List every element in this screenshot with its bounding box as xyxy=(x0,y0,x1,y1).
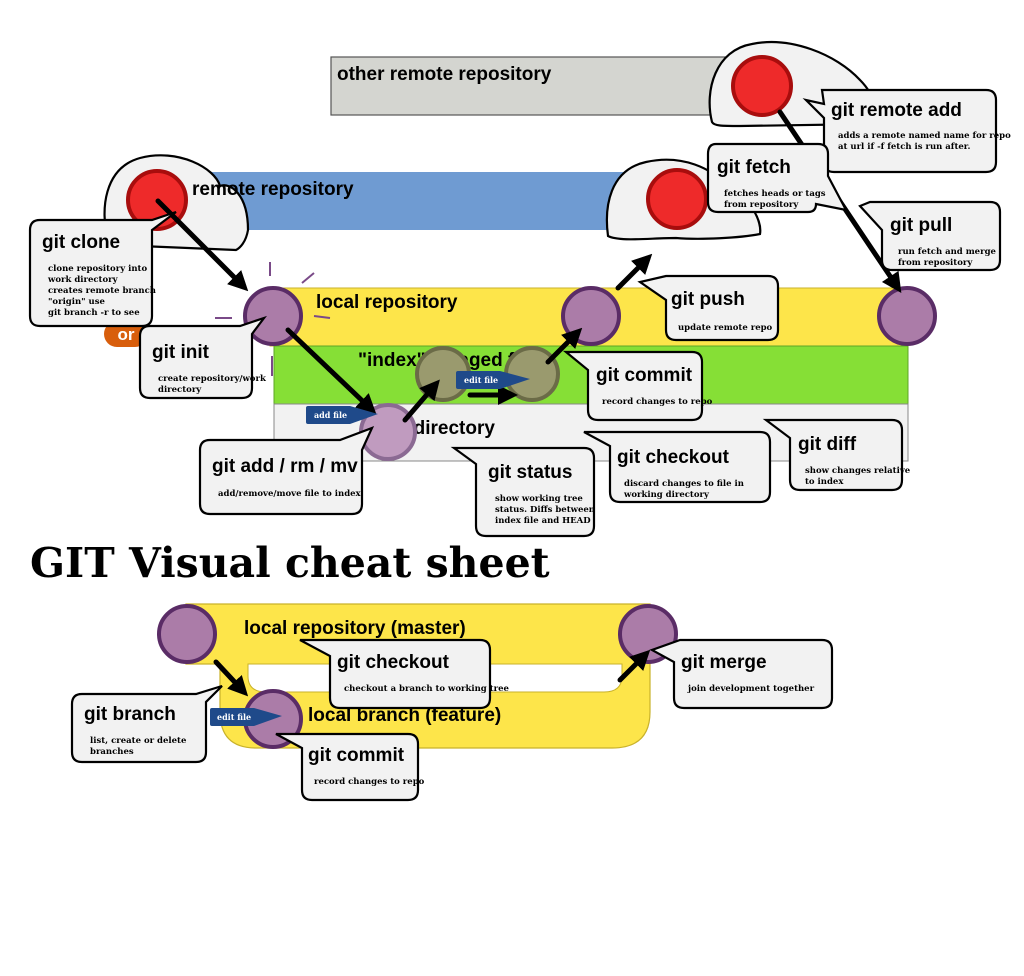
svg-text:checkout a branch to working t: checkout a branch to working tree xyxy=(344,684,509,694)
svg-text:adds a remote named name for r: adds a remote named name for repo xyxy=(838,131,1011,141)
other-remote-band xyxy=(330,56,752,116)
git-commit-bubble-bottom: git commit record changes to repo xyxy=(275,732,425,802)
svg-text:from repository: from repository xyxy=(724,200,799,210)
git-status-title: git status xyxy=(488,462,572,483)
git-init-title: git init xyxy=(152,342,210,363)
svg-text:edit file: edit file xyxy=(217,712,251,722)
svg-text:show working tree: show working tree xyxy=(495,494,583,504)
or-label: or xyxy=(118,325,135,344)
master-node xyxy=(157,604,217,664)
svg-text:fetches heads or tags: fetches heads or tags xyxy=(724,189,826,199)
git-commit-bottom-title: git commit xyxy=(308,745,405,766)
git-status-bubble: git status show working tree status. Dif… xyxy=(450,446,596,538)
svg-text:record changes to repo: record changes to repo xyxy=(314,777,425,787)
svg-text:create repository/work: create repository/work xyxy=(158,374,267,384)
svg-text:working directory: working directory xyxy=(623,490,710,500)
remote-repo-label: remote repository xyxy=(192,179,354,200)
git-checkout-bottom-title: git checkout xyxy=(337,652,450,673)
svg-text:to index: to index xyxy=(805,477,844,487)
svg-text:directory: directory xyxy=(158,385,202,395)
svg-text:update remote repo: update remote repo xyxy=(678,323,773,333)
git-add-title: git add / rm / mv xyxy=(212,456,358,477)
fetch-remote-dot xyxy=(646,168,708,230)
git-fetch-bubble: git fetch fetches heads or tags from rep… xyxy=(706,142,849,214)
svg-text:branches: branches xyxy=(90,747,134,757)
git-clone-title: git clone xyxy=(42,232,120,253)
other-remote-label: other remote repository xyxy=(337,64,552,85)
git-clone-bubble: git clone clone repository into work dir… xyxy=(28,210,177,328)
svg-text:work directory: work directory xyxy=(47,275,119,285)
svg-text:at url if -f fetch is run afte: at url if -f fetch is run after. xyxy=(838,142,971,152)
svg-text:add/remove/move file to index: add/remove/move file to index xyxy=(218,489,362,499)
git-branch-bubble: git branch list, create or delete branch… xyxy=(70,684,223,764)
or-badge xyxy=(104,321,148,347)
init-spark-lines xyxy=(215,262,331,376)
git-remote-add-bubble: git remote add adds a remote named name … xyxy=(802,88,1011,174)
local-feature-label: local branch (feature) xyxy=(308,705,501,726)
other-remote-dot xyxy=(731,55,793,117)
git-branch-title: git branch xyxy=(84,704,176,725)
git-add-bubble: git add / rm / mv add/remove/move file t… xyxy=(198,426,375,516)
local-pull-node xyxy=(877,286,937,346)
svg-text:run fetch and merge: run fetch and merge xyxy=(898,247,997,257)
index-node-2 xyxy=(504,346,560,402)
svg-text:discard changes to file in: discard changes to file in xyxy=(624,479,744,489)
remote-band xyxy=(200,172,630,230)
git-fetch-title: git fetch xyxy=(717,157,791,178)
svg-text:list, create or delete: list, create or delete xyxy=(90,736,187,746)
branch-arrows xyxy=(213,649,651,697)
git-checkout-bubble-bottom: git checkout checkout a branch to workin… xyxy=(299,638,509,710)
svg-text:show changes relative: show changes relative xyxy=(805,466,911,476)
svg-text:creates remote branch: creates remote branch xyxy=(48,286,156,296)
add-file-tag: add file xyxy=(306,406,378,424)
git-pull-bubble: git pull run fetch and merge from reposi… xyxy=(858,200,1002,272)
svg-text:"origin" use: "origin" use xyxy=(48,297,106,307)
git-init-bubble: git init create repository/work director… xyxy=(138,315,267,400)
svg-text:git branch -r to see: git branch -r to see xyxy=(48,308,140,318)
svg-text:add file: add file xyxy=(314,410,347,420)
git-pull-title: git pull xyxy=(890,215,952,236)
git-commit-bubble-top: git commit record changes to repo xyxy=(562,350,713,422)
svg-text:from repository: from repository xyxy=(898,258,973,268)
git-merge-bubble: git merge join development together xyxy=(649,638,834,710)
git-remote-add-title: git remote add xyxy=(831,100,962,121)
svg-text:record changes to repo: record changes to repo xyxy=(602,397,713,407)
git-push-title: git push xyxy=(671,289,745,310)
edit-file-tag-bottom: edit file xyxy=(210,708,282,726)
svg-text:clone repository into: clone repository into xyxy=(48,264,147,274)
svg-text:index file and HEAD: index file and HEAD xyxy=(495,516,591,526)
git-checkout-bubble-top: git checkout discard changes to file in … xyxy=(583,430,772,504)
git-push-bubble: git push update remote repo xyxy=(637,274,780,342)
edit-file-tag-top: edit file xyxy=(456,371,530,389)
svg-text:join development together: join development together xyxy=(687,684,815,694)
svg-text:edit file: edit file xyxy=(464,375,498,385)
git-commit-top-title: git commit xyxy=(596,365,693,386)
local-master-label: local repository (master) xyxy=(244,618,466,639)
git-diff-bubble: git diff show changes relative to index xyxy=(762,418,911,492)
page-title: GIT Visual cheat sheet xyxy=(30,539,550,587)
git-diff-title: git diff xyxy=(798,434,857,455)
local-repo-label: local repository xyxy=(316,292,458,313)
git-merge-title: git merge xyxy=(681,652,767,673)
git-checkout-top-title: git checkout xyxy=(617,447,730,468)
svg-text:status. Diffs between: status. Diffs between xyxy=(495,505,595,515)
